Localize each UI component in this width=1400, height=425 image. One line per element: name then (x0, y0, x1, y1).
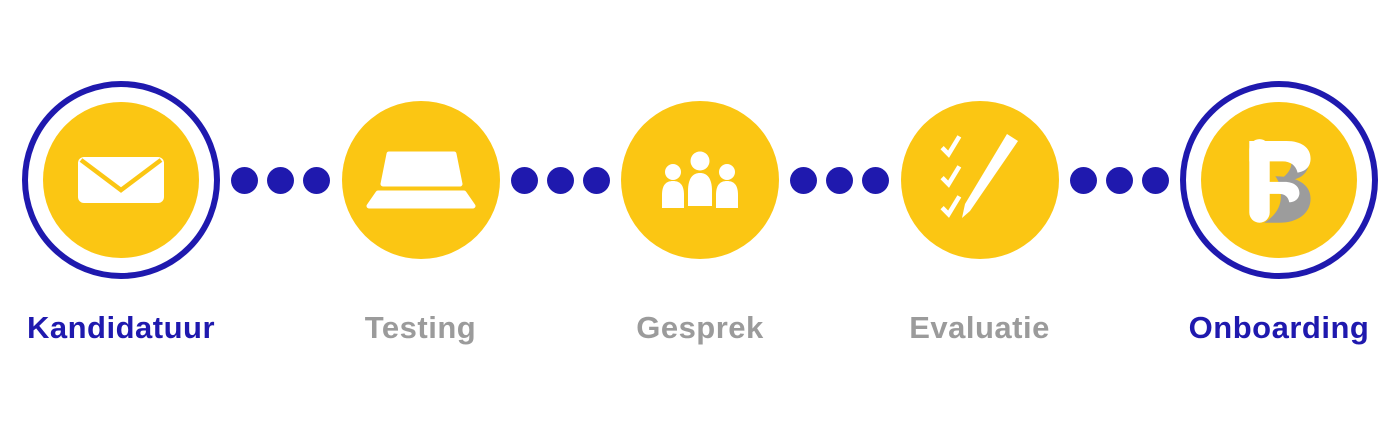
step-gesprek: Gesprek (621, 101, 779, 345)
step-label: Kandidatuur (26, 310, 216, 345)
connector-dot (546, 166, 574, 194)
connector-dot (231, 166, 259, 194)
step-circle (621, 101, 779, 259)
step-label: Gesprek (636, 310, 764, 345)
connector-dot (582, 166, 610, 194)
connector-dot (1105, 166, 1133, 194)
step-label: Testing (364, 310, 477, 345)
connector-dot (862, 166, 890, 194)
connector-dot (826, 166, 854, 194)
step-circle (900, 101, 1059, 259)
connector-dots (231, 166, 331, 194)
connector-dot (1069, 166, 1097, 194)
connector-dots (510, 166, 610, 194)
step-onboarding: Onboarding (1180, 81, 1378, 345)
step-circle (43, 102, 199, 258)
connector-dot (510, 166, 538, 194)
fb-monogram-logo (1249, 139, 1311, 223)
step-kandidatuur: Kandidatuur (22, 81, 220, 345)
laptop-icon (366, 151, 475, 209)
connector-dots (790, 166, 890, 194)
connector-dots (1069, 166, 1169, 194)
connector-dot (303, 166, 331, 194)
step-label: Onboarding (1188, 310, 1370, 345)
checklist-pen-icon (939, 134, 1018, 218)
connector-dot (1141, 166, 1169, 194)
step-circle (1201, 102, 1357, 258)
people-group-icon (662, 151, 738, 208)
connector-dot (790, 166, 818, 194)
connector-dot (267, 166, 295, 194)
step-testing: Testing (341, 101, 500, 345)
active-step-ring (1180, 81, 1378, 279)
step-circle (341, 101, 500, 259)
active-step-ring (22, 81, 220, 279)
process-steps-diagram: Kandidatuur Testing (22, 81, 1378, 345)
step-label: Evaluatie (909, 310, 1050, 345)
envelope-icon (78, 157, 164, 203)
step-evaluatie: Evaluatie (900, 101, 1059, 345)
